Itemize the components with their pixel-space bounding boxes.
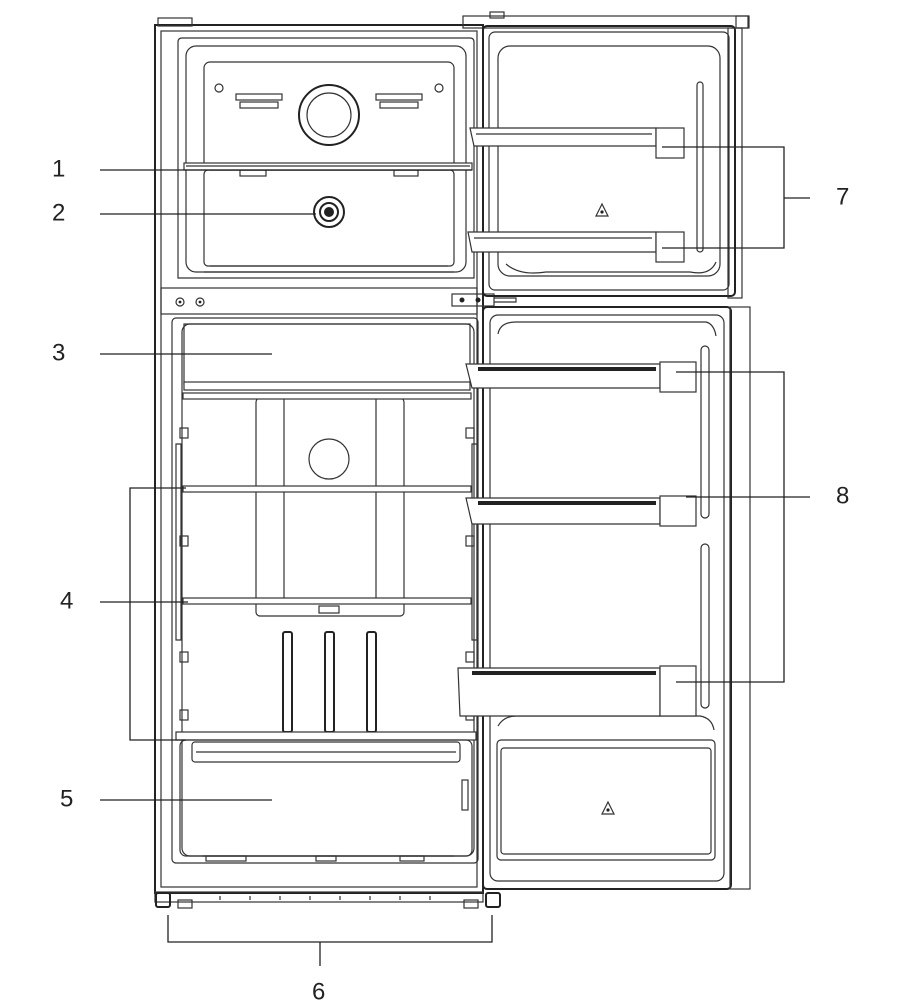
freezer-door xyxy=(462,11,750,299)
fridge-door xyxy=(482,306,751,890)
callout-7: 7 xyxy=(836,183,849,210)
fridge-door-bin xyxy=(457,361,697,717)
freezer-thermostat-knob xyxy=(313,196,345,228)
recycling-icon xyxy=(595,202,609,217)
leveling-feet xyxy=(155,892,501,909)
callout-2: 2 xyxy=(52,199,65,226)
callout-6: 6 xyxy=(312,978,325,1005)
ice-tray-shelf xyxy=(183,162,473,171)
crisper-drawer xyxy=(179,739,473,862)
callout-1: 1 xyxy=(52,155,65,182)
freezer-door-bin xyxy=(467,127,685,263)
callout-8: 8 xyxy=(836,482,849,509)
fridge-compartment xyxy=(171,317,479,864)
recycling-icon xyxy=(601,800,615,815)
callout-5: 5 xyxy=(60,785,73,812)
callout-4: 4 xyxy=(60,587,73,614)
leader-lines xyxy=(100,146,810,966)
freezer-compartment xyxy=(177,37,475,279)
callout-3: 3 xyxy=(52,339,65,366)
fridge-door-lower-bin xyxy=(496,739,716,861)
chiller-compartment xyxy=(183,323,471,391)
